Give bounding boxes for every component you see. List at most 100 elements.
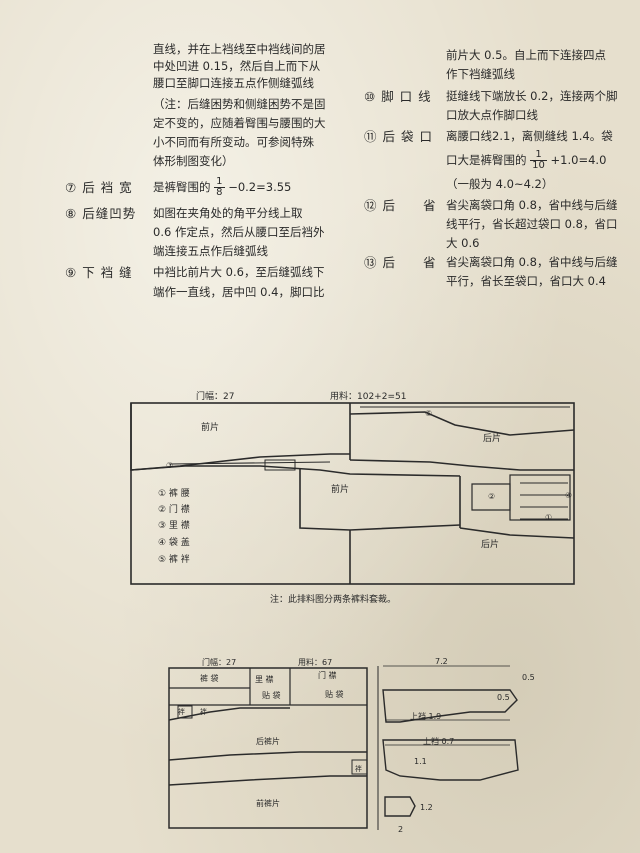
item-8-line: 0.6 作定点，然后从腰口至后裆外 <box>153 225 325 239</box>
item-13-line: 平行，省长至袋口，省口大 0.4 <box>446 274 606 288</box>
item-9-number: ⑨ <box>65 265 78 280</box>
piece-label: 门 襟 <box>318 670 337 680</box>
item-11-line-3: （一般为 4.0~4.2） <box>446 177 554 191</box>
left-text-line: 直线，并在上裆线至中裆线间的居 <box>153 42 326 56</box>
front-piece-label: 前片 <box>201 421 219 433</box>
piece-label: 前裤片 <box>256 798 280 808</box>
item-11-heading: ⑪ 后 袋 口 <box>364 128 433 145</box>
item-7-heading: ⑦ 后 裆 宽 <box>65 179 133 196</box>
item-11-text-post: +1.0=4.0 <box>550 153 607 167</box>
item-11-line: 离腰口线2.1，离侧缝线 1.4。袋 <box>446 129 613 143</box>
right-text-line: 前片大 0.5。自上而下连接四点 <box>446 48 606 62</box>
item-8-line: 如图在夹角处的角平分线上取 <box>153 206 303 220</box>
item-9-line: 端作一直线，居中凹 0.4，脚口比 <box>153 285 325 299</box>
frac-top: 1 <box>214 176 225 188</box>
fabric-usage-label: 用料：102+2=51 <box>330 390 406 402</box>
back-piece-label-2: 后片 <box>481 538 499 550</box>
item-11-text-pre: 口大是裤臀围的 <box>446 153 527 167</box>
marker-2: ② <box>488 492 495 501</box>
item-8-heading: ⑧ 后缝凹势 <box>65 205 136 222</box>
left-text-line: 腰口至脚口连接五点作侧缝弧线 <box>153 76 314 90</box>
frac-bottom: 10 <box>532 160 545 171</box>
piece-label: 后裤片 <box>256 736 280 746</box>
item-13-heading: ⑬ 后 省 <box>364 254 437 271</box>
fabric-outline <box>130 402 575 585</box>
piece-label: 袢 <box>178 707 185 716</box>
piece-label: 里 襟 <box>255 674 274 684</box>
fly-piece-outline <box>382 689 518 723</box>
right-text-line: 作下裆缝弧线 <box>446 67 515 81</box>
item-8-title: 后缝凹势 <box>82 206 137 221</box>
item-9-title: 下 裆 缝 <box>82 265 133 280</box>
item-12-line: 大 0.6 <box>446 236 480 250</box>
item-9-heading: ⑨ 下 裆 缝 <box>65 264 133 281</box>
item-11-title: 后 袋 口 <box>382 129 433 144</box>
left-text-line: （注：后缝困势和侧缝困势不是固 <box>153 97 326 111</box>
door-width-label-2: 门幅：27 <box>202 657 236 667</box>
piece-label: 贴 袋 <box>262 690 281 700</box>
item-7-text-post: −0.2=3.55 <box>228 180 292 194</box>
dim-label: 上裆 1.9 <box>410 711 441 721</box>
item-9-line: 中裆比前片大 0.6，至后缝弧线下 <box>153 265 325 279</box>
item-11-number: ⑪ <box>364 129 378 144</box>
left-text-line: 小不同而有所变动。可参阅特殊 <box>153 135 314 149</box>
legend-item: ⑤ 裤 袢 <box>158 553 190 565</box>
item-12-title: 后 省 <box>382 198 437 213</box>
piece-label: 裤 袋 <box>200 673 219 683</box>
back-piece-label: 后片 <box>483 432 501 444</box>
marker-3: ③ <box>166 461 173 470</box>
item-12-line: 省尖离袋口角 0.8，省中线与后缝 <box>446 198 618 212</box>
frac-bottom: 8 <box>216 187 223 198</box>
fabric-usage-label-2: 用料：67 <box>298 657 332 667</box>
marker-4: ④ <box>565 491 572 500</box>
marker-5: ⑤ <box>425 409 432 418</box>
item-10-line: 口放大点作脚口线 <box>446 108 538 122</box>
left-text-line: 中处凹进 0.15，然后自上而下从 <box>153 59 321 73</box>
item-12-number: ⑫ <box>364 198 378 213</box>
item-10-heading: ⑩ 脚 口 线 <box>364 88 432 105</box>
item-13-number: ⑬ <box>364 255 378 270</box>
door-width-label: 门幅：27 <box>196 390 234 402</box>
item-7-text-pre: 是裤臀围的 <box>153 180 211 194</box>
back-piece-edge <box>349 411 575 436</box>
dim-label: 2 <box>398 825 403 834</box>
item-12-heading: ⑫ 后 省 <box>364 197 437 214</box>
dim-label: 0.5 <box>522 673 535 682</box>
legend-item: ③ 里 襟 <box>158 519 190 531</box>
loop-piece-outline <box>384 796 416 817</box>
item-12-line: 线平行，省长超过袋口 0.8，省口 <box>446 217 618 231</box>
dim-label: 1.1 <box>414 757 427 766</box>
piece-label: 袢 <box>200 707 207 716</box>
item-10-line: 挺缝线下端放长 0.2，连接两个脚 <box>446 89 618 103</box>
item-10-title: 脚 口 线 <box>381 89 432 104</box>
fly-lining-outline <box>382 739 519 781</box>
legend-item: ① 裤 腰 <box>158 487 190 499</box>
dim-label: 上裆 0.7 <box>423 736 454 746</box>
dim-label: 0.5 <box>497 693 510 702</box>
item-13-line: 省尖离袋口角 0.8，省中线与后缝 <box>446 255 618 269</box>
item-10-number: ⑩ <box>364 89 377 104</box>
item-8-number: ⑧ <box>65 206 78 221</box>
legend-item: ② 门 襟 <box>158 503 190 515</box>
center-front-piece-edge <box>299 468 461 531</box>
piece-label: 贴 袋 <box>325 689 344 699</box>
item-7-title: 后 裆 宽 <box>82 180 133 195</box>
left-text-line: 定不变的，应随着臀围与腰围的大 <box>153 116 326 130</box>
marker-1: ① <box>545 513 552 522</box>
frac-top: 1 <box>530 150 547 161</box>
dim-label: 7.2 <box>435 657 448 666</box>
layout-note: 注：此排料图分两条裤料套裁。 <box>270 593 396 605</box>
second-fabric-outline <box>168 667 368 829</box>
left-text-line: 体形制图变化） <box>153 154 234 168</box>
front-piece-label-2: 前片 <box>331 483 349 495</box>
legend-item: ④ 袋 盖 <box>158 536 190 548</box>
dim-label: 1.2 <box>420 803 433 812</box>
